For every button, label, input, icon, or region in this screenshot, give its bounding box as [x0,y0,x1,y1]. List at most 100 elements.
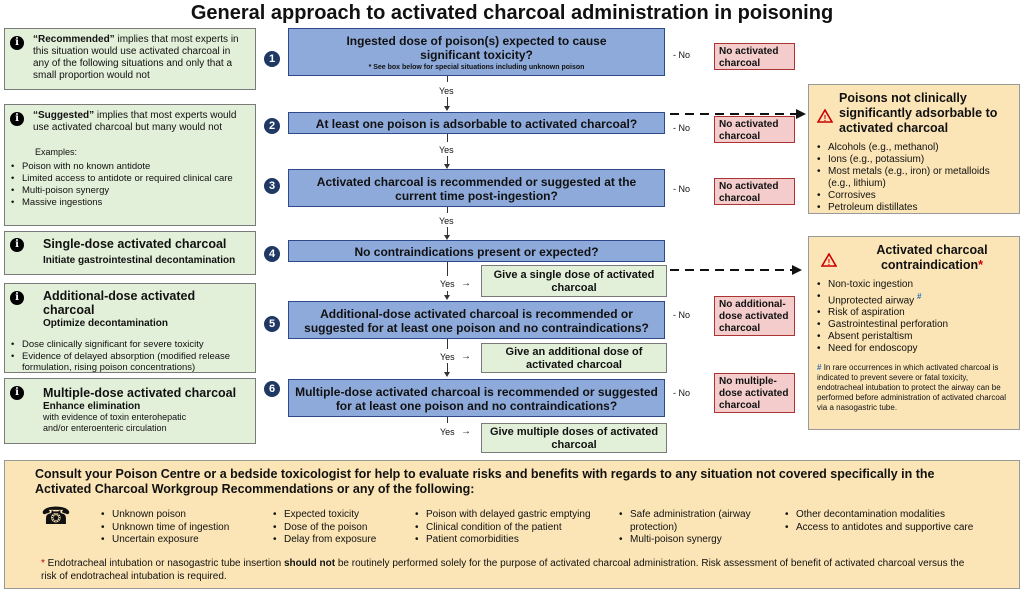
info-icon: i [10,291,24,305]
step-1-text: Ingested dose of poison(s) expected to c… [346,34,607,62]
footnote-text: In rare occurrences in which activated c… [817,363,1006,413]
give-single-dose: Give a single dose of activated charcoal [481,265,667,297]
yes-arrow-icon: → [461,351,471,362]
yes-label: Yes [439,145,454,155]
list-item: Multi-poison synergy [11,185,249,197]
list-item: Dose of the poison [273,522,376,535]
list-item: Ions (e.g., potassium) [817,154,1011,166]
no-charcoal-box-2: No activated charcoal [714,116,795,143]
yes-label: Yes [440,352,455,362]
yes-label: Yes [440,279,455,289]
single-dose-sub: Initiate gastrointestinal decontaminatio… [43,255,236,266]
info-icon: i [10,112,24,126]
list-item: Most metals (e.g., iron) or metalloids (… [817,166,1011,190]
step-1-note: * See box below for special situations i… [368,64,585,71]
step-number: 6 [264,381,280,397]
list-item: Poison with delayed gastric emptying [415,509,591,522]
list-item: Massive ingestions [11,197,249,209]
list-item: Clinical condition of the patient [415,522,591,535]
consult-col-2: Expected toxicity Dose of the poison Del… [273,509,376,547]
additional-dose-box: i Additional-dose activated charcoal Opt… [4,283,256,373]
footnote-bold: should not [283,558,336,569]
footnote-post: be routinely performed solely for the pu… [41,558,965,582]
no-charcoal-box-1: No activated charcoal [714,43,795,70]
list-item: Multi-poison synergy [619,534,779,547]
recommended-term: “Recommended” [33,34,115,45]
connector [447,76,448,82]
svg-text:!: ! [824,114,827,123]
list-item: Patient comorbidities [415,534,591,547]
examples-list: Poison with no known antidote Limited ac… [11,161,249,209]
yes-arrow-icon: → [461,426,471,437]
additional-dose-list: Dose clinically significant for severe t… [11,339,249,374]
list-item: Risk of aspiration [817,307,1011,319]
contraindication-list: Non-toxic ingestion Unprotected airway #… [817,279,1011,355]
step-3-box: Activated charcoal is recommended or sug… [288,169,665,207]
yes-label: Yes [439,216,454,226]
yes-label: Yes [439,86,454,96]
list-item: Alcohols (e.g., methanol) [817,142,1011,154]
connector [447,339,448,349]
no-charcoal-box-3: No activated charcoal [714,178,795,205]
arrow-down-icon [444,106,450,111]
consult-col-1: Unknown poison Unknown time of ingestion… [101,509,229,547]
consult-col-5: Other decontamination modalities Access … [785,509,975,534]
step-4-text: No contraindications present or expected… [354,245,599,259]
info-icon: i [10,36,24,50]
multiple-dose-sub: Enhance elimination [43,401,141,412]
list-item: Unknown time of ingestion [101,522,229,535]
single-dose-heading: Single-dose activated charcoal [43,237,227,251]
dashed-arrow-to-not-adsorbable [670,109,806,119]
dashed-arrow-to-contraindication [670,265,802,275]
step-number: 2 [264,118,280,134]
step-4-box: No contraindications present or expected… [288,240,665,262]
connector [447,227,448,236]
step-6-text: Multiple-dose activated charcoal is reco… [295,385,658,413]
not-adsorbable-heading: Poisons not clinically significantly ads… [839,91,998,135]
give-additional-dose: Give an additional dose of activated cha… [481,343,667,373]
arrow-down-icon [444,235,450,240]
asterisk: * [978,258,984,272]
contraindication-box: ! Activated charcoal contraindication* N… [808,236,1020,430]
step-1-box: Ingested dose of poison(s) expected to c… [288,28,665,76]
step-6-box: Multiple-dose activated charcoal is reco… [288,379,665,417]
consult-col-4: Safe administration (airway protection) … [619,509,779,547]
list-item: Expected toxicity [273,509,376,522]
multiple-dose-note-2: and/or enteroenteric circulation [43,423,167,433]
yes-label: Yes [440,427,455,437]
no-label: - No [673,388,691,398]
info-icon: i [10,386,24,400]
no-label: - No [673,123,691,133]
step-number: 4 [264,246,280,262]
additional-dose-sub: Optimize decontamination [43,318,169,329]
connector [447,291,448,296]
list-item-text: Unprotected airway [828,295,915,307]
connector [447,134,448,142]
step-5-box: Additional-dose activated charcoal is re… [288,301,665,339]
consult-footnote: * Endotracheal intubation or nasogastric… [41,558,981,583]
list-item: Non-toxic ingestion [817,279,1011,291]
recommended-desc: implies that most experts in this situat… [33,34,239,81]
suggested-desc: implies that most experts would use acti… [33,110,237,133]
list-item: Limited access to antidote or required c… [11,173,249,185]
no-label: - No [673,184,691,194]
warning-icon: ! [821,253,837,267]
step-number: 5 [264,316,280,332]
list-item: Safe administration (airway protection) [619,509,779,534]
contraindication-footnote: # In rare occurrences in which activated… [817,363,1011,413]
warning-icon: ! [817,109,833,123]
step-5-text: Additional-dose activated charcoal is re… [304,307,649,335]
footnote-pre: Endotracheal intubation or nasogastric t… [44,558,284,569]
step-number: 1 [264,51,280,67]
list-item: Evidence of delayed absorption (modified… [11,351,249,374]
arrow-down-icon [444,372,450,377]
list-item: Unprotected airway # [817,291,1011,307]
list-item: Corrosives [817,190,1011,202]
hash-mark: # [916,292,922,301]
arrow-down-icon [444,295,450,300]
additional-dose-heading: Additional-dose activated charcoal [43,289,196,317]
step-number: 3 [264,178,280,194]
consult-col-3: Poison with delayed gastric emptying Cli… [415,509,591,547]
multiple-dose-box: i Multiple-dose activated charcoal Enhan… [4,378,256,444]
hash-mark: # [817,363,822,373]
